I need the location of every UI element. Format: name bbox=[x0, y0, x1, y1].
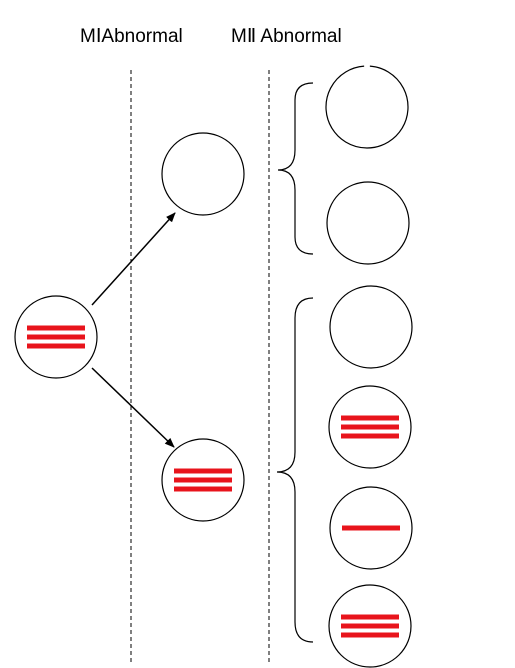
chromosome-bar bbox=[342, 525, 400, 531]
arrow-to-lower-cell bbox=[91, 367, 175, 448]
parent-cell bbox=[14, 295, 98, 379]
chromosome-bar bbox=[27, 325, 85, 331]
mii-daughter-cell bbox=[325, 65, 409, 149]
chromosome-bar bbox=[27, 343, 85, 349]
chromosome-bar bbox=[174, 486, 232, 492]
upper-brace bbox=[277, 82, 314, 255]
mii-daughter-cell bbox=[326, 181, 410, 265]
mi-daughter-cell bbox=[161, 438, 245, 522]
chromosome-bar bbox=[341, 424, 399, 430]
cell-outline bbox=[329, 285, 413, 369]
chromosome-bar bbox=[341, 433, 399, 439]
chromosome-bar bbox=[341, 415, 399, 421]
mi-daughter-cell bbox=[161, 132, 245, 216]
mii-daughter-cell bbox=[328, 584, 412, 668]
mii-daughter-cell bbox=[328, 385, 412, 469]
mii-daughter-cell bbox=[329, 486, 413, 570]
mii-daughter-cell bbox=[329, 285, 413, 369]
cell-outline bbox=[325, 65, 409, 149]
cell-outline bbox=[326, 181, 410, 265]
arrow-to-upper-cell bbox=[91, 212, 176, 306]
chromosome-bar bbox=[341, 632, 399, 638]
chromosome-bar bbox=[341, 623, 399, 629]
chromosome-bar bbox=[27, 334, 85, 340]
lower-brace bbox=[276, 297, 314, 643]
chromosome-bar bbox=[341, 614, 399, 620]
mi-abnormal-label: MⅠAbnormal bbox=[80, 26, 183, 47]
mii-abnormal-label: MⅡ Abnormal bbox=[231, 26, 342, 47]
chromosome-bar bbox=[174, 468, 232, 474]
chromosome-bar bbox=[174, 477, 232, 483]
cell-outline bbox=[161, 132, 245, 216]
